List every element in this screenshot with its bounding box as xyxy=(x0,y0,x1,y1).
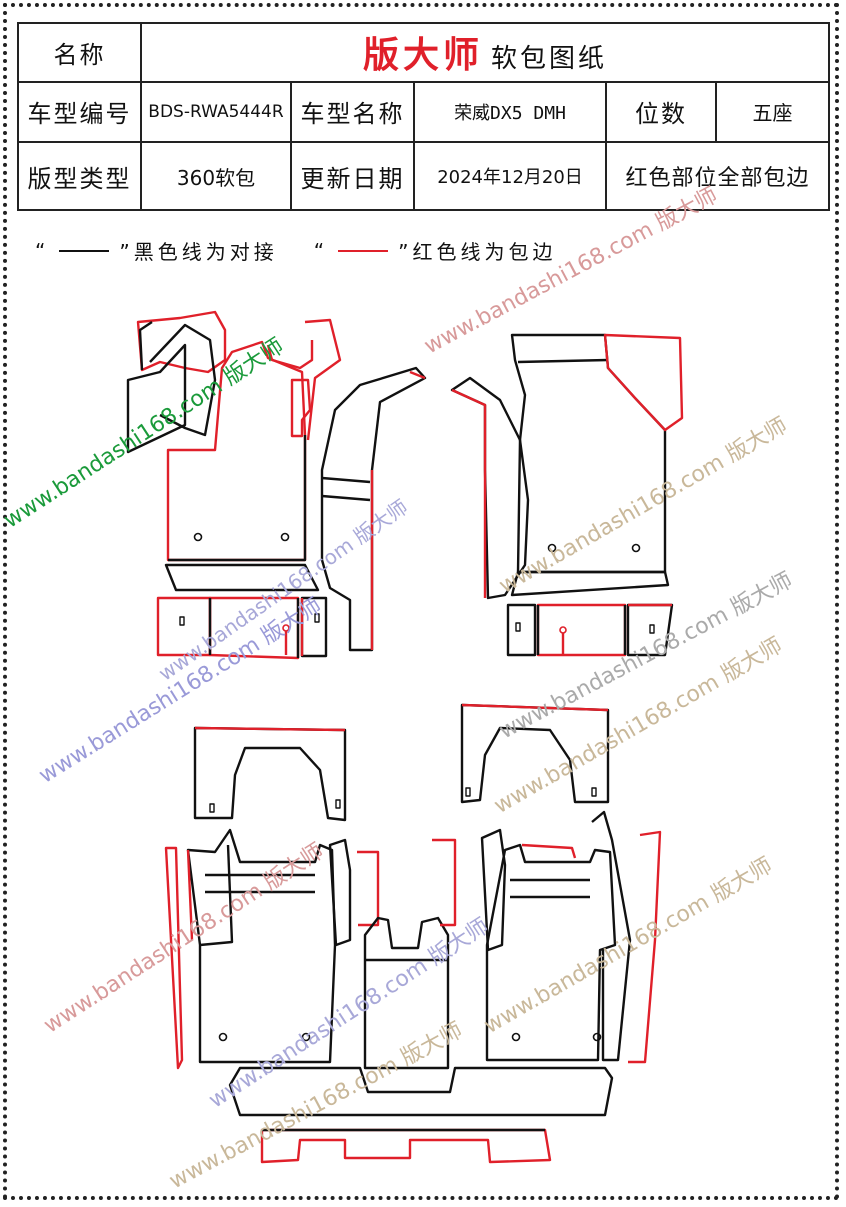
legend-quote-open: “ xyxy=(35,238,50,263)
front-side-strips xyxy=(320,366,530,652)
brand-subtitle: 软包图纸 xyxy=(491,44,608,75)
legend: “ ”黑色线为对接 “ ”红色线为包边 xyxy=(35,236,557,265)
legend-black-line xyxy=(59,249,110,252)
model-code-value: BDS-RWA5444R xyxy=(140,80,292,144)
legend-quote-open-2: “ xyxy=(313,238,329,263)
update-label: 更新日期 xyxy=(290,141,415,211)
legend-red-text: ”红色线为包边 xyxy=(398,240,557,264)
front-right-mat xyxy=(506,333,684,657)
front-left-mat xyxy=(126,310,342,660)
brand-title: 版大师 xyxy=(362,35,483,77)
info-table: 名称 版大师软包图纸 车型编号 BDS-RWA5444R 车型名称 荣威DX5 … xyxy=(17,22,831,211)
name-label: 名称 xyxy=(17,22,142,83)
model-name-value: 荣威DX5 DMH xyxy=(413,80,607,144)
seats-label: 位数 xyxy=(605,80,717,144)
type-label: 版型类型 xyxy=(17,141,142,211)
type-value: 360软包 xyxy=(140,141,292,211)
binding-note: 红色部位全部包边 xyxy=(604,141,831,211)
rear-left-mat xyxy=(164,828,380,1070)
model-code-label: 车型编号 xyxy=(17,80,142,144)
rear-right-mat xyxy=(480,810,662,1064)
model-name-label: 车型名称 xyxy=(290,80,415,144)
legend-black-text: ”黑色线为对接 xyxy=(119,240,278,264)
legend-red-line xyxy=(338,249,389,252)
rear-center-mat xyxy=(363,838,457,1070)
title-cell: 版大师软包图纸 xyxy=(139,22,831,83)
rear-bottom-strips xyxy=(228,1066,614,1164)
page-border xyxy=(3,3,839,1200)
seats-value: 五座 xyxy=(714,80,831,144)
update-date-value: 2024年12月20日 xyxy=(413,141,607,211)
rear-upper-panels xyxy=(193,703,610,822)
